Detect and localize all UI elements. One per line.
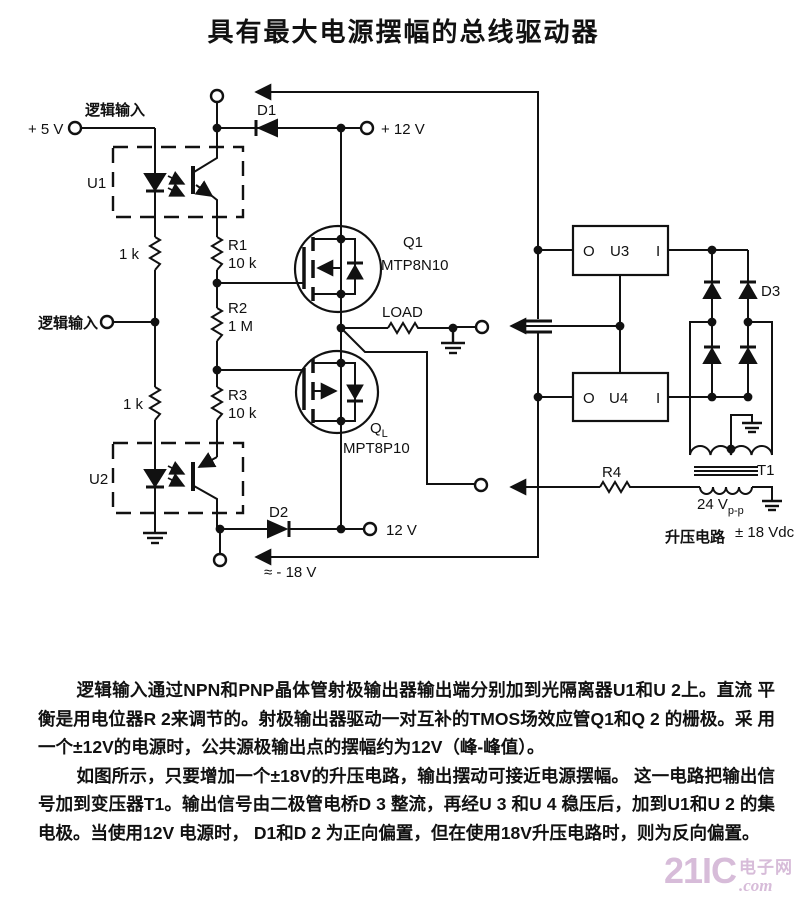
u1-light-arrows xyxy=(167,170,186,197)
u2-led xyxy=(143,469,167,489)
resistors xyxy=(148,236,632,494)
regulators xyxy=(571,224,670,423)
label-r1-val: 10 k xyxy=(228,255,257,272)
label-load: LOAD xyxy=(382,304,423,321)
terminal-logic-input xyxy=(99,314,115,330)
paragraph-2: 如图所示，只要增加一个±18V的升压电路，输出摆动可接近电源摆幅。 这一电路把输… xyxy=(38,765,775,843)
label-r2: R2 xyxy=(228,300,247,317)
watermark-logo: 21IC xyxy=(663,849,737,891)
label-minus12v: 12 V xyxy=(386,522,417,539)
d1-diode xyxy=(254,118,278,138)
circuit-schematic: 逻辑输入 + 5 V U1 1 k R1 10 k 逻辑输入 R2 1 M 1 … xyxy=(28,83,795,581)
label-u4-i: I xyxy=(656,390,660,407)
label-18vdc: ± 18 Vdc xyxy=(735,524,795,541)
terminal-plus5v xyxy=(67,120,83,136)
label-plus12v: + 12 V xyxy=(381,121,425,138)
u4-box xyxy=(571,371,670,423)
label-r3: R3 xyxy=(228,387,247,404)
label-d1: D1 xyxy=(257,102,276,119)
terminal-boost-bottom xyxy=(212,552,228,568)
resistor-r4 xyxy=(599,480,632,494)
junction-dots xyxy=(150,123,753,534)
resistor-1k-top xyxy=(148,236,162,271)
terminals xyxy=(67,88,490,568)
schematic-labels: 逻辑输入 + 5 V U1 1 k R1 10 k 逻辑输入 R2 1 M 1 … xyxy=(28,101,795,581)
t1-secondary-winding xyxy=(689,444,773,456)
label-1k-bottom: 1 k xyxy=(123,396,144,413)
ql-body-diode xyxy=(346,384,364,403)
label-t1: T1 xyxy=(757,462,775,479)
mosfet-ql xyxy=(294,349,380,435)
label-r4: R4 xyxy=(602,464,621,481)
wires xyxy=(81,83,773,566)
watermark-cn-text: 电子网 xyxy=(739,857,793,877)
u2-light-arrows xyxy=(167,460,186,487)
description-text: 逻辑输入通过NPN和PNP晶体管射极输出器输出端分别加到光隔离器U1和U 2上。… xyxy=(38,676,775,847)
label-q1: Q1 xyxy=(403,234,423,251)
label-1k-top: 1 k xyxy=(119,246,140,263)
label-u3-i: I xyxy=(656,243,660,260)
terminal-minus12v xyxy=(362,521,378,537)
label-r2-val: 1 M xyxy=(228,318,253,335)
u2-box xyxy=(111,441,245,515)
transformer-t1 xyxy=(689,444,773,495)
resistor-r3 xyxy=(210,386,224,421)
watermark-com-text: .com xyxy=(739,875,773,895)
mosfet-q1 xyxy=(293,224,383,314)
diodes xyxy=(143,118,758,539)
u2-ground xyxy=(143,531,167,545)
label-ql-part: MPT8P10 xyxy=(343,440,410,457)
terminal-to-r4 xyxy=(473,477,489,493)
page-title: 具有最大电源摆幅的总线驱动器 xyxy=(207,17,600,47)
t1-primary-winding xyxy=(699,486,753,495)
ground-symbols xyxy=(143,328,782,545)
label-u3: U3 xyxy=(610,243,629,260)
watermark: 21IC 电子网 .com xyxy=(663,849,793,895)
terminal-boost-top xyxy=(209,88,225,104)
paragraph-1: 逻辑输入通过NPN和PNP晶体管射极输出器输出端分别加到光隔离器U1和U 2上。… xyxy=(38,680,775,758)
label-24vpp: 24 Vp-p xyxy=(697,496,744,517)
label-u4: U4 xyxy=(609,390,628,407)
label-logic-input-top: 逻辑输入 xyxy=(85,101,145,119)
label-u3-o: O xyxy=(583,243,595,260)
label-minus18v: ≈ - 18 V xyxy=(264,564,316,581)
label-r3-val: 10 k xyxy=(228,405,257,422)
label-plus5v: + 5 V xyxy=(28,121,63,138)
label-ql: QL xyxy=(370,420,388,440)
label-r1: R1 xyxy=(228,237,247,254)
u1-box xyxy=(111,145,245,219)
u1-led xyxy=(143,173,167,193)
q1-body-diode xyxy=(346,261,364,280)
resistor-r2 xyxy=(210,307,224,342)
label-d3: D3 xyxy=(761,283,780,300)
resistor-load xyxy=(387,321,421,335)
label-u1: U1 xyxy=(87,175,106,192)
label-logic-input-mid: 逻辑输入 xyxy=(38,314,98,332)
t1-centertap-ground xyxy=(742,421,762,434)
resistor-1k-bottom xyxy=(148,386,162,421)
terminal-plus12v xyxy=(359,120,375,136)
t1-primary-ground xyxy=(762,499,782,512)
label-u2: U2 xyxy=(89,471,108,488)
label-q1-part: MTP8N10 xyxy=(381,257,449,274)
label-d2: D2 xyxy=(269,504,288,521)
u3-box xyxy=(571,224,670,277)
d3-bridge-diodes xyxy=(702,280,758,364)
resistor-r1 xyxy=(210,236,224,271)
optocouplers xyxy=(111,145,245,515)
label-boost-circuit: 升压电路 xyxy=(665,528,726,546)
label-u4-o: O xyxy=(583,390,595,407)
terminal-load-output xyxy=(474,319,490,335)
d2-diode xyxy=(267,519,291,539)
